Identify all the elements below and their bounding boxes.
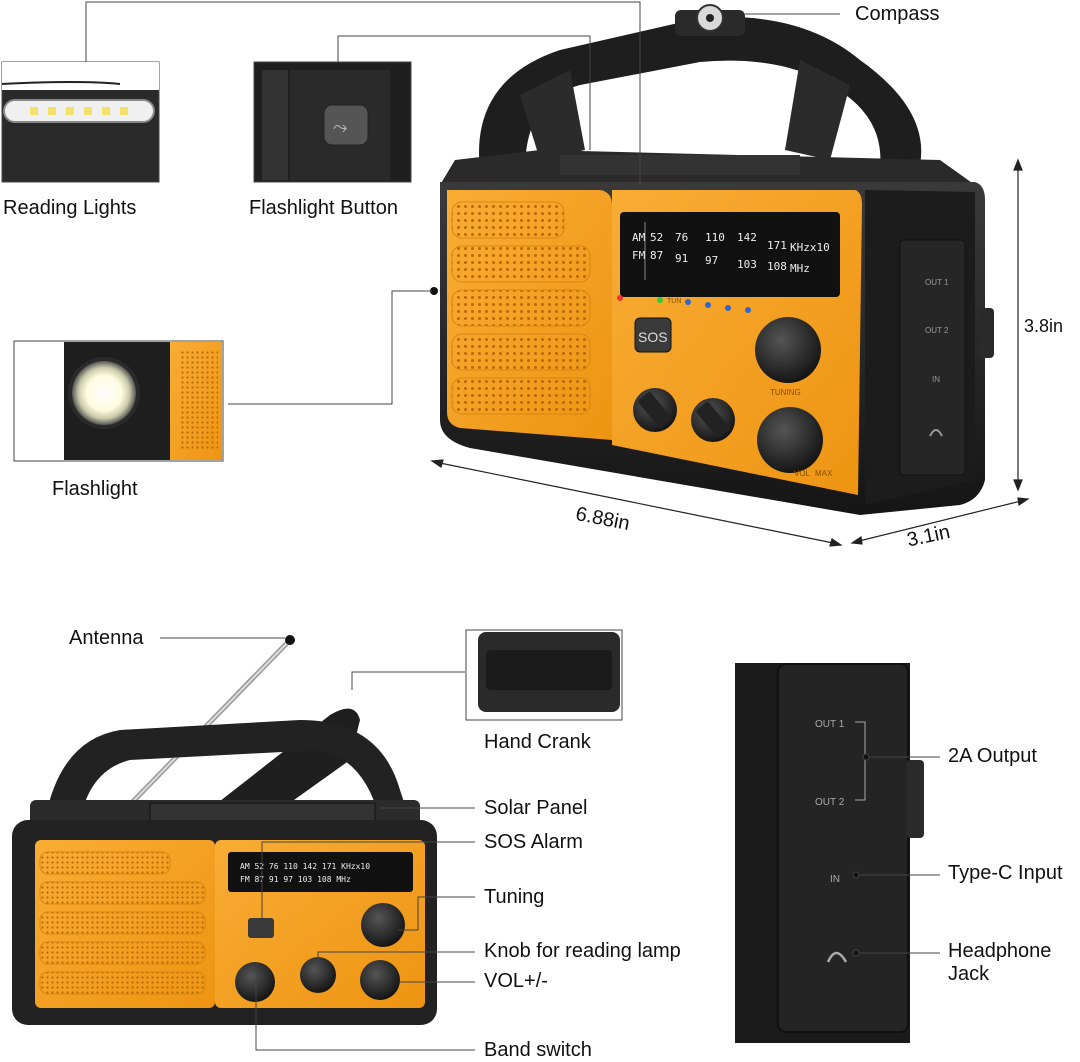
compass-icon xyxy=(675,4,745,36)
dial-am-value: 76 xyxy=(675,231,688,244)
dial-fm-unit: MHz xyxy=(790,262,810,275)
sos-button-small xyxy=(248,918,274,938)
dial-am-unit: KHzx10 xyxy=(790,241,830,254)
label-hand-crank: Hand Crank xyxy=(484,731,591,753)
dial-fm-value: 108 xyxy=(767,260,787,273)
svg-text:OUT 1: OUT 1 xyxy=(815,719,845,730)
side-panel: OUT 1 OUT 2 IN xyxy=(735,663,924,1043)
dial-fm-value: 103 xyxy=(737,258,757,271)
label-headphone-line1: Headphone xyxy=(948,940,1052,962)
dial-am-value: 171 xyxy=(767,239,787,252)
label-knob-reading-lamp: Knob for reading lamp xyxy=(484,940,681,962)
label-compass: Compass xyxy=(855,3,940,25)
callout-lines-side xyxy=(852,753,940,957)
label-band-switch: Band switch xyxy=(484,1039,592,1061)
label-vol: VOL+/- xyxy=(484,970,548,992)
label-antenna: Antenna xyxy=(69,627,144,649)
dimension-lines xyxy=(430,158,1030,547)
svg-text:MAX: MAX xyxy=(815,469,833,478)
reading-lights-inset xyxy=(1,61,160,183)
hand-crank-inset xyxy=(465,629,623,721)
svg-text:AM FM: AM FM xyxy=(632,231,652,262)
label-flashlight-button: Flashlight Button xyxy=(249,197,398,219)
svg-text:IN: IN xyxy=(932,375,940,384)
label-reading-lights: Reading Lights xyxy=(3,197,137,219)
svg-text:AM 52 76 110 142 171: AM 52 76 110 142 171 KHzx10 FM 87 91 97 … xyxy=(240,862,375,884)
svg-text:TUNING: TUNING xyxy=(770,388,801,397)
label-headphone-line2: Jack xyxy=(948,963,990,985)
svg-text:OUT 2: OUT 2 xyxy=(925,326,949,335)
svg-text:⤳: ⤳ xyxy=(333,117,347,137)
dial-fm-value: 87 xyxy=(650,249,663,262)
tuning-dial-window xyxy=(620,212,840,297)
dial-fm-value: 91 xyxy=(675,252,688,265)
svg-text:OUT 1: OUT 1 xyxy=(925,278,949,287)
main-radio: OUT 1 OUT 2 IN AM FM 52 76 110 142 171 K… xyxy=(430,4,994,515)
flashlight-button-inset: ⤳ xyxy=(253,61,412,183)
dial-am-value: 142 xyxy=(737,231,757,244)
label-headphone-jack: Headphone Jack xyxy=(948,940,1051,986)
label-sos-alarm: SOS Alarm xyxy=(484,831,583,853)
label-flashlight: Flashlight xyxy=(52,478,138,500)
label-2a-output: 2A Output xyxy=(948,745,1037,767)
sos-button xyxy=(634,317,672,353)
dimension-height: 3.8in xyxy=(1024,316,1064,336)
volume-knob xyxy=(757,407,823,473)
svg-text:OUT 2: OUT 2 xyxy=(815,797,845,808)
tuning-knob xyxy=(755,317,821,383)
callout-lines-bottom xyxy=(160,637,475,1051)
label-typec-input: Type-C Input xyxy=(948,862,1063,884)
dial-am-value: 110 xyxy=(705,231,725,244)
svg-text:SOS: SOS xyxy=(638,329,668,345)
flashlight-inset xyxy=(13,340,224,462)
dial-fm-value: 97 xyxy=(705,254,718,267)
callout-lines xyxy=(85,1,840,405)
dial-am-value: 52 xyxy=(650,231,663,244)
second-radio: AM 52 76 110 142 171 KHzx10 FM 87 91 97 … xyxy=(12,635,437,1025)
svg-text:TUN: TUN xyxy=(667,298,681,305)
label-solar-panel: Solar Panel xyxy=(484,797,588,819)
svg-text:VOL: VOL xyxy=(794,469,811,478)
svg-text:IN: IN xyxy=(830,874,840,885)
label-tuning: Tuning xyxy=(484,886,545,908)
